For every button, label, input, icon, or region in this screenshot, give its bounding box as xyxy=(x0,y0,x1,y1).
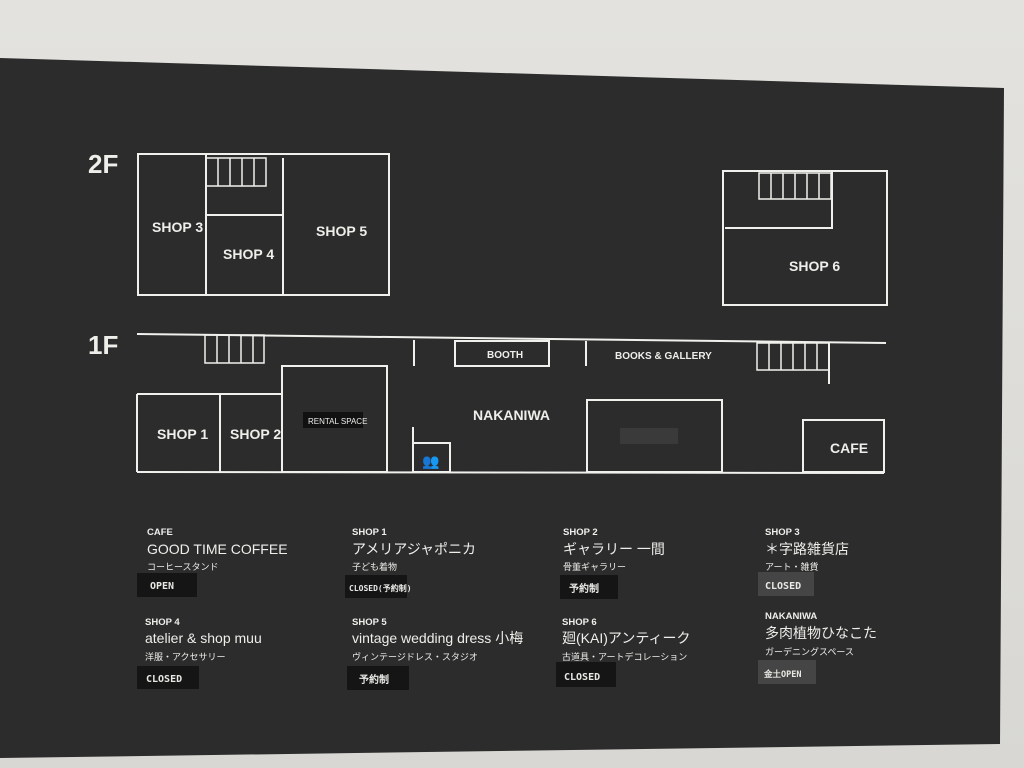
status-badge-label: 金土OPEN xyxy=(763,669,801,680)
entry-category: SHOP 1 xyxy=(352,527,387,538)
room-shop1: SHOP 1 xyxy=(157,426,208,442)
entry-category: SHOP 6 xyxy=(562,617,597,628)
entry-category: CAFE xyxy=(147,527,173,538)
directory-shop6: SHOP 6 廻(KAI)アンティーク 古道具・アートデコレーション CLOSE… xyxy=(556,617,691,687)
stairs-icon xyxy=(205,157,267,187)
status-badge-label: CLOSED(予約制) xyxy=(349,583,412,593)
entry-name: GOOD TIME COFFEE xyxy=(147,541,288,557)
entry-subtitle: 骨董ギャラリー xyxy=(563,561,626,572)
entry-name: 廻(KAI)アンティーク xyxy=(562,630,691,646)
entry-name: アメリアジャポニカ xyxy=(352,541,476,557)
covered-label xyxy=(620,428,678,444)
room-shop4: SHOP 4 xyxy=(223,246,274,262)
room-shop6: SHOP 6 xyxy=(789,258,840,274)
entry-name: ギャラリー 一間 xyxy=(563,541,665,557)
entry-category: SHOP 4 xyxy=(145,617,180,628)
board-background xyxy=(0,58,1004,758)
status-badge xyxy=(347,666,409,690)
entry-subtitle: 洋服・アクセサリー xyxy=(145,651,226,662)
room-rental-space: RENTAL SPACE xyxy=(308,417,367,426)
room-shop2: SHOP 2 xyxy=(230,426,281,442)
stairs-icon xyxy=(204,334,265,364)
room-booth: BOOTH xyxy=(487,350,523,361)
entry-subtitle: コーヒースタンド xyxy=(147,562,219,572)
floor-label-1f: 1F xyxy=(88,330,118,360)
directory-shop1: SHOP 1 アメリアジャポニカ 子ども着物 CLOSED(予約制) xyxy=(345,527,476,598)
restroom-icon: 👥 xyxy=(422,453,439,470)
directory-shop5: SHOP 5 vintage wedding dress 小梅 ヴィンテージドレ… xyxy=(347,617,523,690)
floor-label-2f: 2F xyxy=(88,149,118,179)
status-badge xyxy=(758,572,814,596)
floor-2f-left-block xyxy=(137,153,390,296)
room-books-gallery: BOOKS & GALLERY xyxy=(615,351,712,362)
rental-space-tag xyxy=(303,412,363,428)
entry-category: SHOP 3 xyxy=(765,527,800,538)
stairs-icon xyxy=(756,342,830,371)
entry-subtitle: ガーデニングスペース xyxy=(765,646,854,657)
room-shop5: SHOP 5 xyxy=(316,223,367,239)
stairs-icon xyxy=(758,172,832,200)
entry-name: vintage wedding dress 小梅 xyxy=(352,630,523,646)
status-badge-label: CLOSED xyxy=(765,581,801,592)
entry-subtitle: アート・雑貨 xyxy=(765,561,818,572)
status-badge xyxy=(345,575,407,598)
area-nakaniwa: NAKANIWA xyxy=(473,407,550,423)
directory-shop2: SHOP 2 ギャラリー 一間 骨董ギャラリー 予約制 xyxy=(560,527,665,599)
status-badge xyxy=(758,660,816,684)
entry-category: SHOP 2 xyxy=(563,527,598,538)
status-badge-label: CLOSED xyxy=(564,672,600,683)
status-badge xyxy=(137,666,199,689)
directory-cafe: CAFE GOOD TIME COFFEE コーヒースタンド OPEN xyxy=(137,527,288,597)
directory-nakaniwa: NAKANIWA 多肉植物ひなこた ガーデニングスペース 金土OPEN xyxy=(758,611,877,684)
status-badge xyxy=(137,573,197,597)
entry-subtitle: ヴィンテージドレス・スタジオ xyxy=(352,651,478,662)
status-badge-label: CLOSED xyxy=(146,674,182,685)
room-shop3: SHOP 3 xyxy=(152,219,203,235)
status-badge xyxy=(556,662,616,687)
status-badge-label: 予約制 xyxy=(569,582,599,595)
entry-name: 多肉植物ひなこた xyxy=(765,625,877,641)
directory-shop4: SHOP 4 atelier & shop muu 洋服・アクセサリー CLOS… xyxy=(137,617,262,689)
entry-subtitle: 子ども着物 xyxy=(352,561,397,572)
entry-category: SHOP 5 xyxy=(352,617,387,628)
entry-subtitle: 古道具・アートデコレーション xyxy=(562,651,687,662)
entry-name: ＊字路雑貨店 xyxy=(765,541,849,557)
directory-shop3: SHOP 3 ＊字路雑貨店 アート・雑貨 CLOSED xyxy=(758,527,849,596)
status-badge xyxy=(560,575,618,599)
status-badge-label: 予約制 xyxy=(359,673,389,686)
floor-2f-right-block xyxy=(722,170,888,306)
room-cafe: CAFE xyxy=(830,440,868,456)
entry-category: NAKANIWA xyxy=(765,611,817,622)
floor-1f-plan: 👥 xyxy=(136,333,887,474)
status-badge-label: OPEN xyxy=(150,581,174,592)
entry-name: atelier & shop muu xyxy=(145,630,262,646)
